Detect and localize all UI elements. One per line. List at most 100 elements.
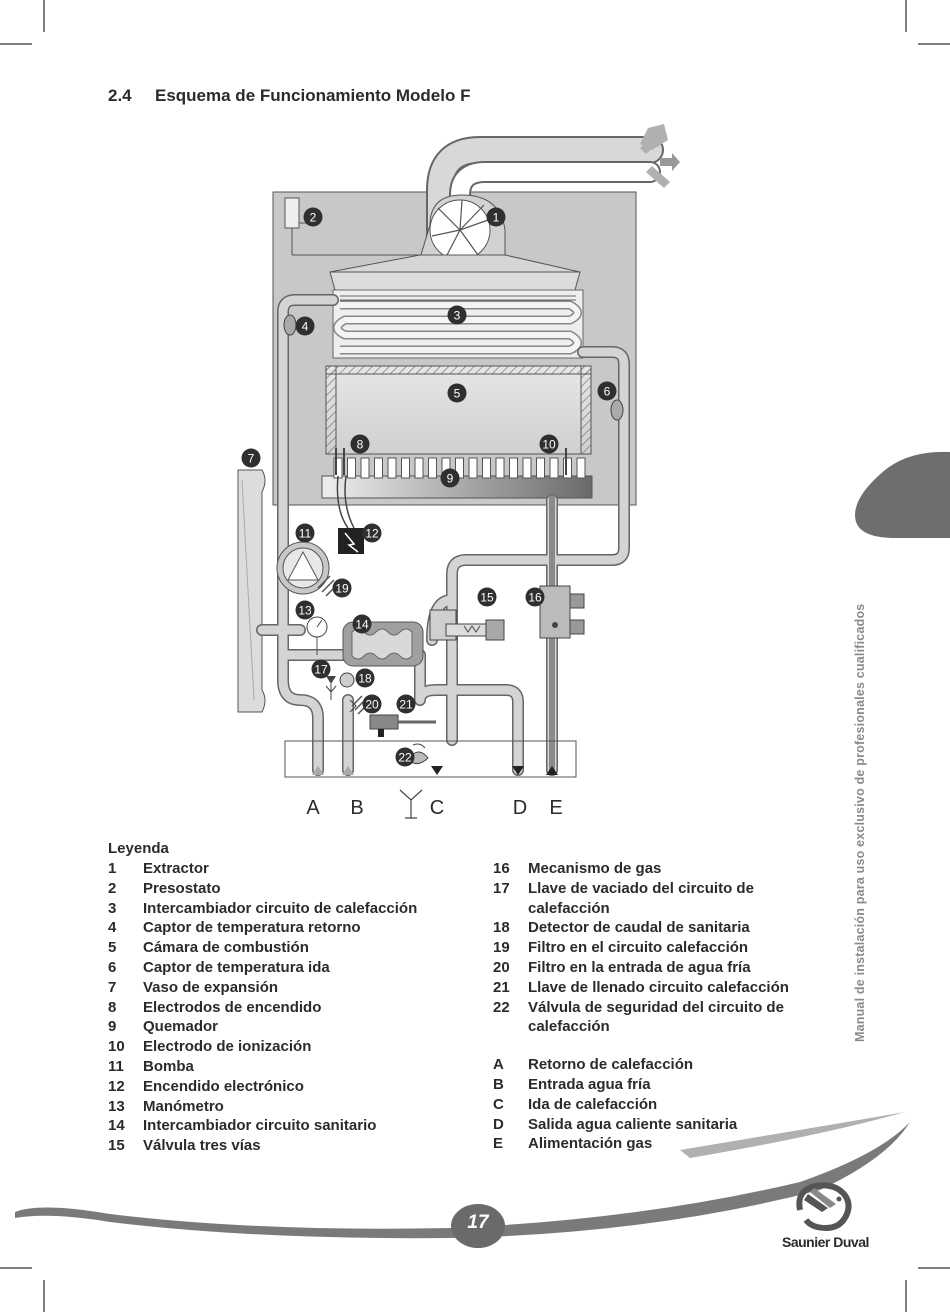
- legend-label: Mecanismo de gas: [528, 860, 662, 877]
- legend-label: Encendido electrónico: [143, 1077, 304, 1095]
- burner-ramp: [509, 457, 518, 479]
- svg-text:8: 8: [357, 438, 364, 452]
- legend-label: Bomba: [143, 1057, 194, 1075]
- heating-pipes: [256, 294, 630, 776]
- legend-connection-row: B Entrada agua fría: [493, 1075, 828, 1095]
- legend-label: Entrada agua fría: [528, 1075, 651, 1093]
- legend-label: Cámara de combustión: [143, 939, 309, 957]
- svg-text:9: 9: [447, 472, 454, 486]
- callout-12: 12: [362, 523, 382, 543]
- burner-ramp: [549, 457, 559, 479]
- legend-label: Captor de temperatura retorno: [143, 919, 361, 937]
- burner-ramp: [482, 457, 491, 479]
- legend-key: 13: [108, 1097, 125, 1115]
- legend-key: 11: [108, 1057, 124, 1075]
- legend-key: 9: [108, 1018, 117, 1036]
- svg-text:14: 14: [355, 618, 369, 632]
- callout-3: 3: [447, 305, 467, 325]
- legend-label: Presostato: [143, 879, 221, 897]
- pressure-gauge: [306, 616, 328, 655]
- svg-text:22: 22: [398, 751, 412, 765]
- svg-text:16: 16: [528, 591, 542, 605]
- connection-label-C: C: [430, 797, 444, 819]
- legend-label: Vaso de expansión: [143, 978, 279, 996]
- air-flow-arrows: [640, 124, 680, 188]
- legend-label: Intercambiador circuito de calefacción: [143, 899, 418, 917]
- callout-20: 20: [362, 694, 382, 714]
- svg-text:13: 13: [298, 604, 312, 618]
- legend-label: Retorno de calefacción: [528, 1056, 694, 1074]
- legend-label: Filtro en el circuito calefacción: [528, 939, 749, 957]
- callout-1: 1: [486, 207, 506, 227]
- legend-label: Filtro en la entrada de agua fría: [528, 958, 751, 976]
- burner-ramp: [576, 457, 586, 479]
- legend-spacer: [493, 1037, 828, 1055]
- legend-label: Captor de temperatura ida: [143, 958, 330, 976]
- pump: [276, 541, 330, 595]
- callout-7: 7: [241, 448, 261, 468]
- svg-text:1: 1: [493, 211, 500, 225]
- callout-16: 16: [525, 587, 545, 607]
- legend-label: Electrodo de ionización: [143, 1038, 312, 1056]
- legend-label: Válvula tres vías: [143, 1137, 261, 1155]
- legend-key: A: [493, 1056, 504, 1074]
- legend-key: 7: [108, 978, 117, 996]
- legend-label: Salida agua caliente sanitaria: [528, 1115, 738, 1133]
- extractor-fan: [419, 194, 506, 261]
- svg-text:6: 6: [604, 385, 611, 399]
- legend-key: 15: [108, 1137, 125, 1155]
- connection-label-B: B: [350, 797, 363, 819]
- section-number: 2.4: [108, 86, 132, 105]
- flow-temperature-sensor: [610, 399, 624, 421]
- flue-hood: [329, 271, 581, 291]
- callout-18: 18: [355, 668, 375, 688]
- legend-label: Extractor: [143, 860, 209, 877]
- svg-text:21: 21: [399, 698, 413, 712]
- svg-text:7: 7: [248, 452, 255, 466]
- legend-key: 12: [108, 1077, 125, 1095]
- burner-ramp: [468, 457, 478, 479]
- callout-5: 5: [447, 383, 467, 403]
- saunier-duval-logo: [796, 1182, 852, 1232]
- callout-13: 13: [295, 600, 315, 620]
- callout-14: 14: [352, 614, 372, 634]
- burner-ramp: [414, 457, 424, 479]
- callout-2: 2: [303, 207, 323, 227]
- svg-text:20: 20: [365, 698, 379, 712]
- burner-ramp: [522, 457, 532, 479]
- return-temperature-sensor: [283, 314, 297, 336]
- connection-plate: [284, 740, 577, 778]
- ignition-electrodes: [335, 448, 567, 475]
- legend-key: E: [493, 1135, 504, 1153]
- burner-ramp: [536, 457, 545, 479]
- svg-text:10: 10: [542, 438, 556, 452]
- flow-arrows: [312, 766, 558, 775]
- legend-label: Intercambiador circuito sanitario: [143, 1117, 377, 1135]
- svg-text:4: 4: [302, 320, 309, 334]
- legend-key: 5: [108, 939, 117, 957]
- burner-ramp: [387, 457, 397, 479]
- callout-10: 10: [539, 434, 559, 454]
- legend-key: B: [493, 1075, 504, 1093]
- callout-8: 8: [350, 434, 370, 454]
- footer-swoosh: [15, 1112, 910, 1248]
- legend-key: 20: [493, 958, 510, 976]
- svg-text:15: 15: [480, 591, 494, 605]
- burner-ramp: [360, 457, 370, 479]
- svg-text:5: 5: [454, 387, 461, 401]
